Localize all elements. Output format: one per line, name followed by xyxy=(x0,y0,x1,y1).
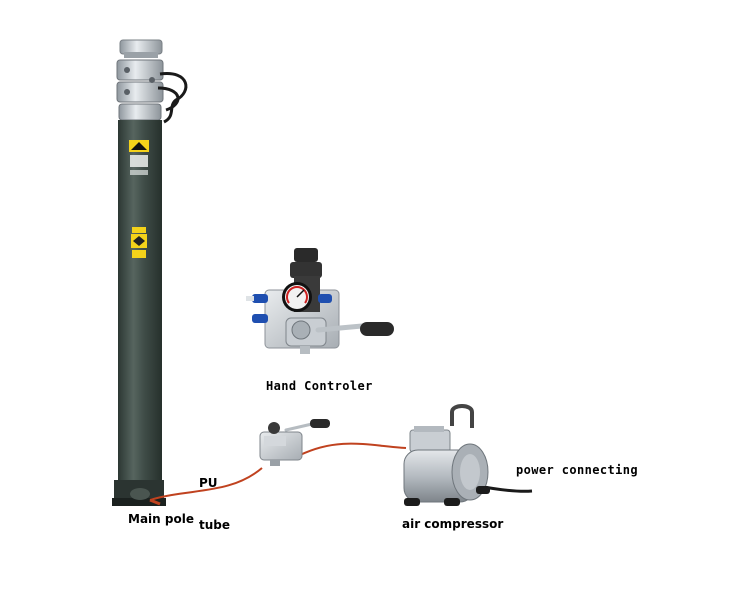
air-compressor-icon xyxy=(403,404,490,506)
hand-controller-icon xyxy=(246,248,394,354)
pu-tube xyxy=(149,442,407,506)
telescopic-mast-icon xyxy=(112,39,188,506)
label-pu-tube-line1: PU xyxy=(199,476,218,490)
label-hand-controller: Hand Controler xyxy=(266,379,373,393)
label-air-compressor: air compressor xyxy=(402,517,504,531)
label-main-pole: Main pole xyxy=(128,512,194,526)
label-pu-tube-line2: tube xyxy=(199,518,231,532)
valve-icon xyxy=(259,419,330,466)
label-pu-tube: PU tube xyxy=(199,448,239,546)
label-power-connecting: power connecting xyxy=(516,463,638,477)
